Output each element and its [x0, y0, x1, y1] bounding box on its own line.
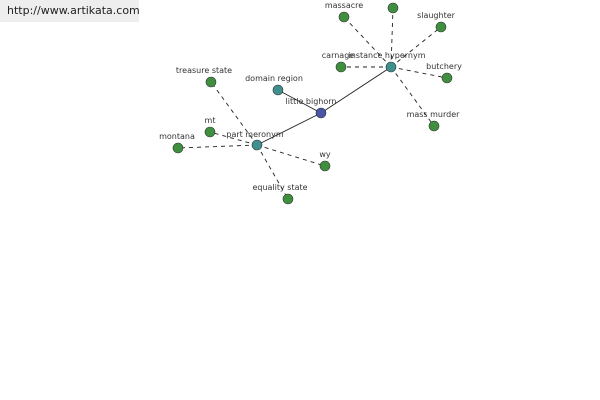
node-label-little-bighorn[interactable]: little bighorn: [286, 97, 337, 106]
node-massacre[interactable]: massacre: [325, 1, 363, 23]
node-dot-unlabeled-top[interactable]: [387, 2, 399, 14]
node-dot-domain-region[interactable]: [272, 84, 284, 96]
node-label-slaughter[interactable]: slaughter: [417, 11, 456, 20]
site-url-text[interactable]: http://www.artikata.com: [7, 4, 140, 17]
site-url-banner[interactable]: http://www.artikata.com: [0, 0, 140, 22]
node-wy[interactable]: wy: [319, 150, 331, 172]
node-label-wy[interactable]: wy: [319, 150, 331, 159]
node-mass-murder[interactable]: mass murder: [407, 110, 461, 132]
node-montana[interactable]: montana: [159, 132, 195, 154]
node-label-mt[interactable]: mt: [205, 116, 216, 125]
node-label-part-meronym[interactable]: part meronym: [226, 130, 283, 139]
node-equality-state[interactable]: equality state: [252, 183, 308, 205]
node-dot-mt[interactable]: [204, 126, 216, 138]
edge-part-meronym-to-equality-state: [256, 144, 289, 200]
edge-part-meronym-to-wy: [256, 144, 326, 167]
node-label-domain-region[interactable]: domain region: [245, 74, 303, 83]
edge-instance-hypernym-to-butchery: [390, 66, 448, 79]
node-little-bighorn[interactable]: little bighorn: [286, 97, 337, 119]
edge-part-meronym-to-montana: [177, 144, 258, 149]
node-dot-treasure-state[interactable]: [205, 76, 217, 88]
node-carnage[interactable]: carnage: [322, 51, 355, 73]
node-dot-wy[interactable]: [319, 160, 331, 172]
node-dot-slaughter[interactable]: [435, 21, 447, 33]
node-dot-montana[interactable]: [172, 142, 184, 154]
node-dot-massacre[interactable]: [338, 11, 350, 23]
node-mt[interactable]: mt: [204, 116, 216, 138]
node-label-butchery[interactable]: butchery: [426, 62, 462, 71]
node-butchery[interactable]: butchery: [426, 62, 462, 84]
node-label-mass-murder[interactable]: mass murder: [407, 110, 461, 119]
node-dot-carnage[interactable]: [335, 61, 347, 73]
node-dot-instance-hypernym[interactable]: [385, 61, 397, 73]
node-label-carnage[interactable]: carnage: [322, 51, 355, 60]
node-dot-mass-murder[interactable]: [428, 120, 440, 132]
node-dot-little-bighorn[interactable]: [315, 107, 327, 119]
node-treasure-state[interactable]: treasure state: [176, 66, 232, 88]
node-domain-region[interactable]: domain region: [245, 74, 303, 96]
node-part-meronym[interactable]: part meronym: [226, 130, 284, 151]
edge-part-meronym-to-treasure-state: [210, 81, 258, 146]
node-dot-butchery[interactable]: [441, 72, 453, 84]
edge-part-meronym-to-mt: [209, 131, 258, 146]
node-label-montana[interactable]: montana: [159, 132, 195, 141]
edge-instance-hypernym-to-slaughter: [390, 26, 442, 68]
node-label-equality-state[interactable]: equality state: [252, 183, 307, 192]
edge-little-bighorn-to-domain-region: [277, 89, 322, 114]
node-unlabeled-top[interactable]: [387, 2, 399, 14]
node-label-instance-hypernym[interactable]: instance hypernym: [349, 51, 426, 60]
node-label-massacre[interactable]: massacre: [325, 1, 363, 10]
node-dot-equality-state[interactable]: [282, 193, 294, 205]
node-slaughter[interactable]: slaughter: [417, 11, 456, 33]
node-instance-hypernym[interactable]: instance hypernym: [349, 51, 426, 73]
edge-little-bighorn-to-part-meronym: [256, 112, 322, 146]
edge-instance-hypernym-to-unlabeled-top: [390, 7, 394, 68]
edge-instance-hypernym-to-massacre: [343, 16, 392, 68]
node-label-treasure-state[interactable]: treasure state: [176, 66, 232, 75]
node-dot-part-meronym[interactable]: [251, 139, 263, 151]
edge-little-bighorn-to-instance-hypernym: [320, 66, 392, 114]
